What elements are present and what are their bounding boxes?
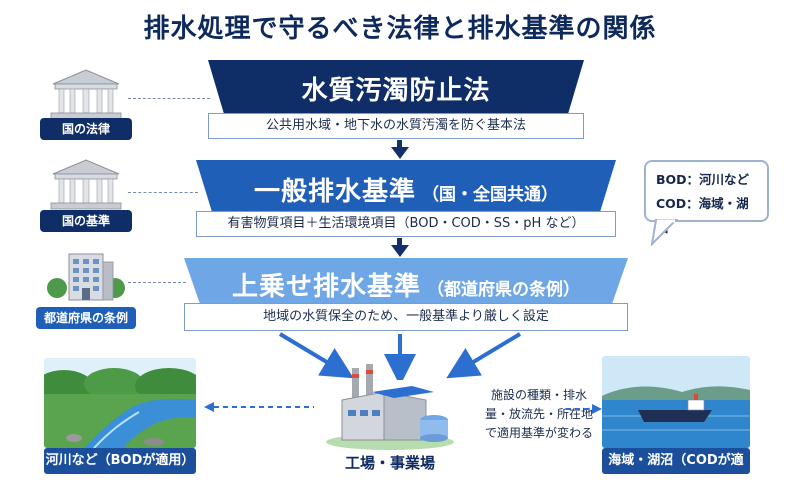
connector-line [128,282,186,283]
down-arrow-icon [391,147,409,159]
factory-icon [322,364,458,450]
tier-title: 上乗せ排水基準 [231,272,421,302]
river-photo [44,358,196,448]
tier-description: 公共用水域・地下水の水質汚濁を防ぐ基本法 [208,113,584,139]
factory-note: 施設の種類・排水量・放流先・所在地で適用基準が変わる [484,388,593,440]
factory-label: 工場・事業場 [344,454,435,472]
tier-water-pollution-law: 水質汚濁防止法 [208,60,584,114]
flow-arrows [278,332,522,380]
river-caption: 河川など（BODが適用） [44,448,196,474]
connector-line [128,192,198,193]
tier-title: 水質汚濁防止法 [301,76,491,106]
government-building-icon [45,158,127,212]
tag-national-law: 国の法律 [40,118,132,140]
tier-description: 地域の水質保全のため、一般基準より厳しく設定 [184,303,628,331]
tier-title: 一般排水基準 [253,177,416,207]
tag-national-standard: 国の基準 [40,210,132,232]
tier-subtitle: （国・全国共通） [422,185,558,205]
page-title: 排水処理で守るべき法律と排水基準の関係 [143,14,657,44]
bubble-tail [650,219,679,246]
down-arrow-icon [391,245,409,257]
tier-additional-effluent-standard: 上乗せ排水基準 （都道府県の条例） [184,258,628,304]
connector-line [128,98,210,99]
dashed-arrow-right [566,404,602,414]
down-arrow-stem [397,238,402,246]
down-arrow-stem [397,140,402,148]
sea-ship-photo [602,356,750,448]
sea-caption: 海域・湖沼（CODが適用） [602,448,750,494]
dashed-arrow-left [204,402,314,412]
tier-description: 有害物質項目＋生活環境項目（BOD・COD・SS・pH など） [196,211,616,237]
tag-prefecture-ordinance: 都道府県の条例 [36,307,136,329]
tier-subtitle: （都道府県の条例） [427,280,580,300]
office-building-icon [45,248,127,302]
tier-general-effluent-standard: 一般排水基準 （国・全国共通） [196,160,616,212]
bod-cod-bubble: BOD：河川など COD：海域・湖沼 [644,160,769,235]
government-building-icon [45,68,127,122]
bubble-line-bod: BOD：河川など [656,172,750,187]
